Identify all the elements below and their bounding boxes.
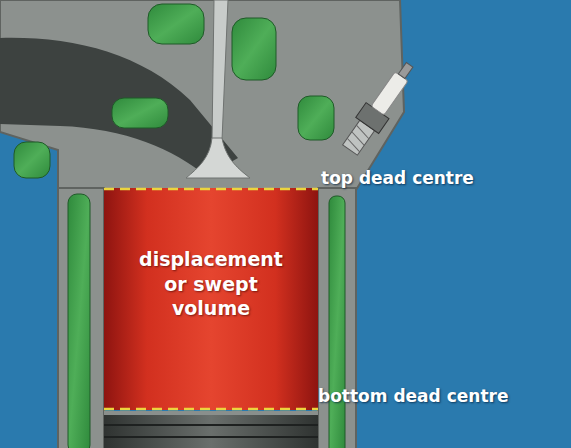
- coolant-passage: [148, 4, 204, 44]
- valve-head: [186, 138, 250, 178]
- coolant-passage: [14, 142, 50, 178]
- valve-stem: [212, 0, 228, 140]
- bdc-label: bottom dead centre: [318, 386, 508, 406]
- water-jacket: [68, 194, 90, 448]
- coolant-passage: [232, 18, 276, 80]
- cylinder-head: [0, 0, 404, 190]
- swept-volume-region: displacement or swept volume: [104, 191, 318, 407]
- spark-plug: [339, 57, 422, 158]
- piston-crown: [104, 411, 318, 415]
- region-label: displacement or swept volume: [131, 247, 291, 321]
- swept-volume-fill: [104, 188, 318, 410]
- piston-ring: [104, 436, 318, 438]
- tdc-line: [104, 188, 318, 191]
- tdc-label: top dead centre: [321, 168, 474, 188]
- coolant-passage: [112, 98, 168, 128]
- coolant-passage: [298, 96, 334, 140]
- piston: [104, 411, 318, 448]
- piston-ring: [104, 424, 318, 426]
- bdc-line: [104, 408, 318, 411]
- water-jacket: [329, 196, 345, 448]
